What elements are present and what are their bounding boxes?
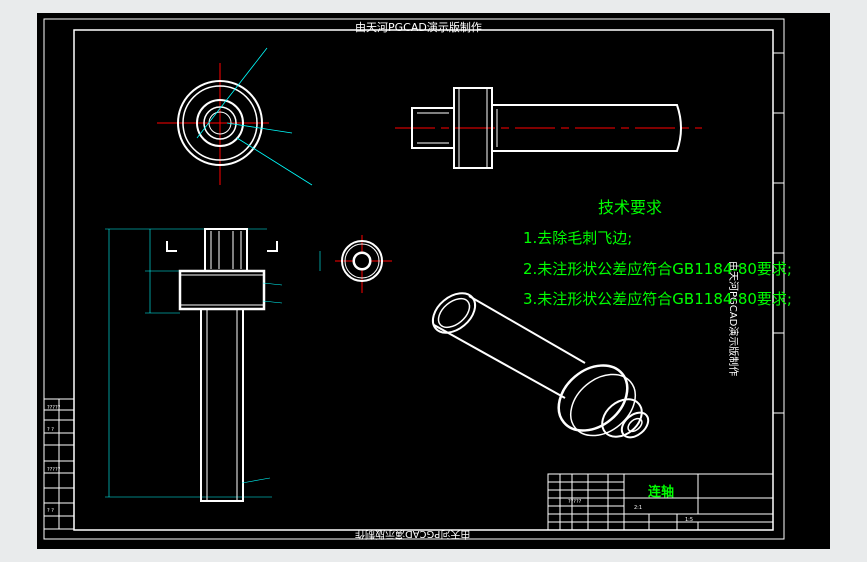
top-view-ring (157, 47, 313, 186)
small-ring-view (319, 235, 392, 293)
title-block-scale: 2:1 (634, 505, 643, 511)
watermark-title-bottom: 由天河PGCAD演示版制作 (355, 528, 471, 539)
title-block-code: ????? (568, 499, 582, 505)
tech-requirements-heading: 技术要求 (598, 198, 663, 217)
tech-requirement-2: 2.未注形状公差应符合GB1184-80要求; (523, 260, 792, 278)
left-revision-table (43, 398, 75, 530)
title-block-sheet: 1:5 (685, 517, 694, 523)
cad-viewport[interactable]: 由天河PGCAD演示版制作 由天河PGCAD演示版制作 由天河PGCAD演示版制… (37, 13, 830, 549)
watermark-title-top: 由天河PGCAD演示版制作 (355, 21, 482, 34)
tech-requirement-3: 3.未注形状公差应符合GB1184-80要求; (523, 290, 792, 308)
part-name: 连轴 (648, 485, 675, 500)
tech-requirement-1: 1.去除毛刺飞边; (523, 229, 633, 247)
title-block (547, 473, 774, 531)
side-table-label: ? ? (47, 427, 54, 433)
front-view-shaft (395, 87, 702, 169)
side-table-label: ????? (47, 405, 61, 411)
isometric-view (431, 292, 650, 439)
inner-border (73, 29, 774, 531)
side-table-label: ????? (47, 467, 61, 473)
outer-border (43, 18, 785, 540)
engineering-drawing (43, 18, 785, 540)
section-view-shaft (105, 228, 283, 502)
side-table-label: ? ? (47, 508, 54, 514)
right-zone-ticks (773, 52, 784, 414)
